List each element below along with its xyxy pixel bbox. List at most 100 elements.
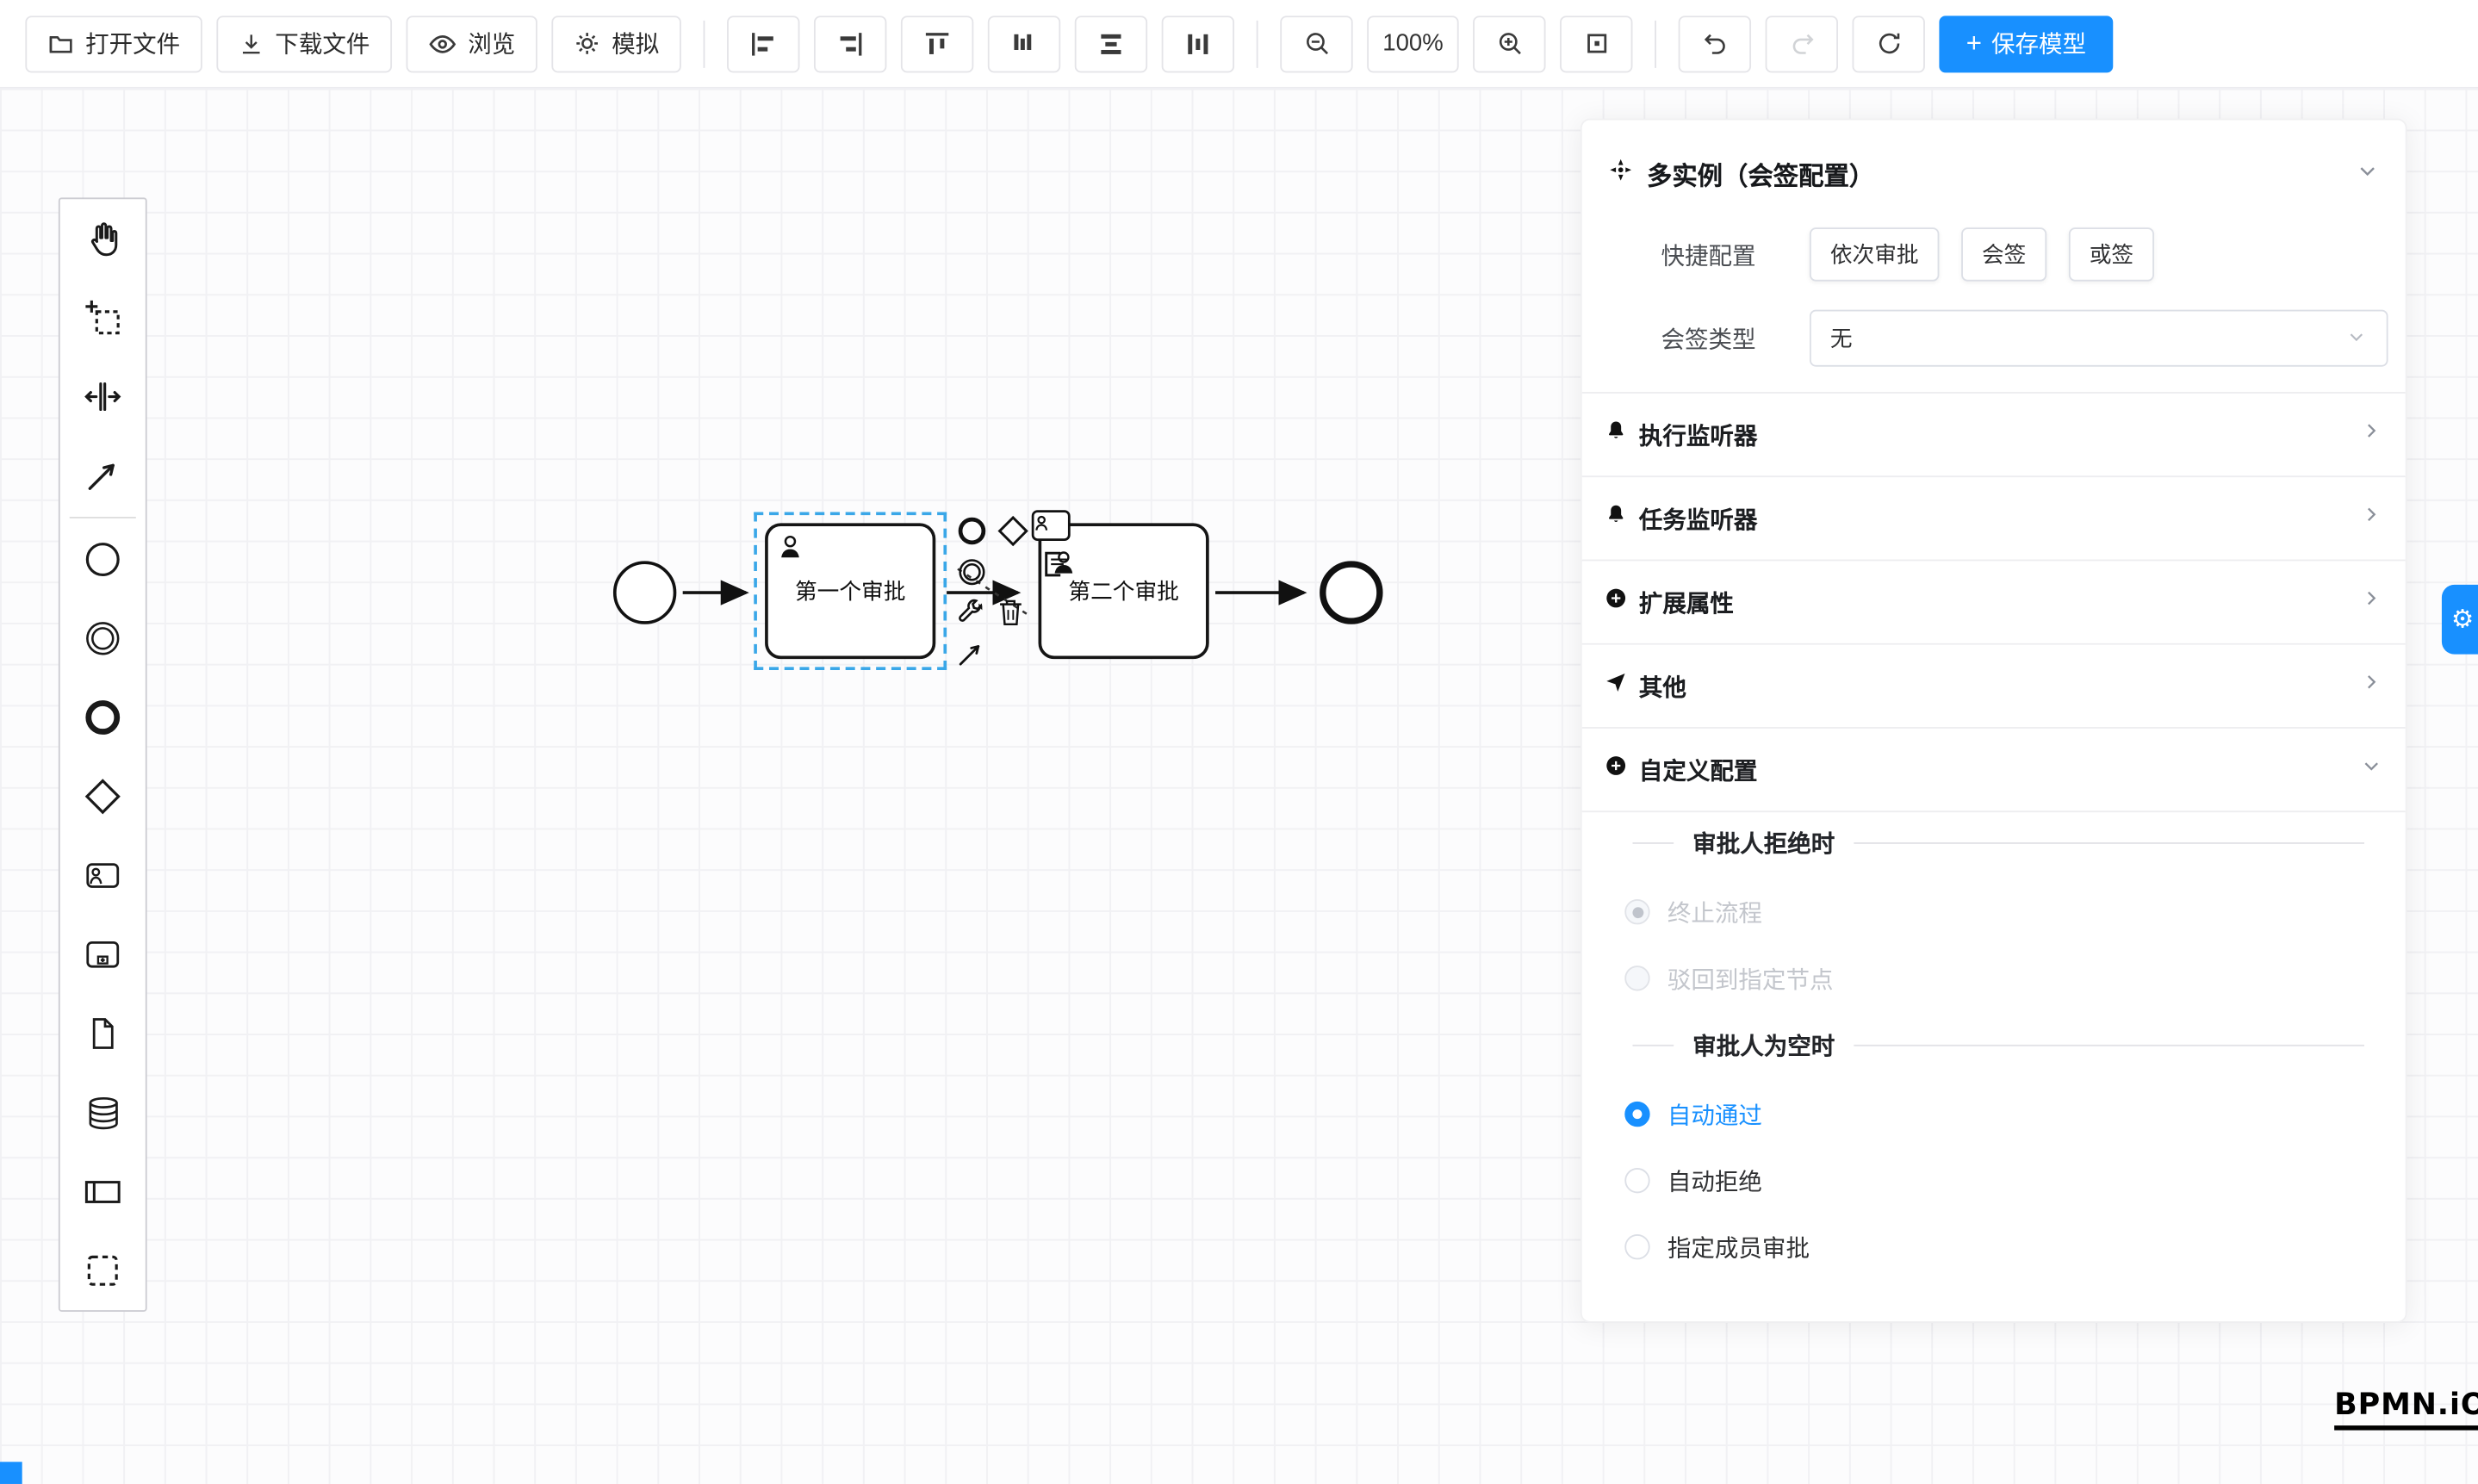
global-connect-tool[interactable] (60, 436, 146, 515)
radio-icon (1624, 1234, 1650, 1260)
radio-terminate-process[interactable]: 终止流程 (1582, 879, 2406, 945)
empty-assignee-options: 自动通过 自动拒绝 指定成员审批 (1582, 1081, 2406, 1280)
row-custom-config[interactable]: 自定义配置 (1581, 727, 2406, 810)
quick-option-sequential[interactable]: 依次审批 (1809, 227, 1940, 282)
trash-icon[interactable] (996, 596, 1026, 630)
divider (1632, 1043, 1674, 1046)
text-annotation-icon[interactable] (1039, 550, 1073, 579)
bell-icon (1604, 502, 1628, 534)
task-first-approval[interactable]: 第一个审批 (765, 523, 936, 660)
align-top-button[interactable] (901, 15, 974, 72)
save-model-label: 保存模型 (1990, 31, 2087, 59)
create-user-task[interactable] (60, 836, 146, 916)
bpmn-logo[interactable]: BPMN.iO (2334, 1388, 2478, 1431)
palette-separator (69, 517, 136, 518)
row-others[interactable]: 其他 (1581, 643, 2406, 727)
database-icon (83, 1093, 122, 1133)
create-intermediate-event[interactable] (60, 599, 146, 678)
gear-icon (574, 30, 600, 57)
download-file-button[interactable]: 下载文件 (216, 15, 393, 72)
zoom-out-button[interactable] (1280, 15, 1353, 72)
hand-icon (82, 218, 123, 259)
folder-icon (47, 30, 74, 57)
append-end-event-icon[interactable] (956, 515, 988, 547)
end-event-shape[interactable] (1320, 561, 1383, 624)
divider (1854, 1043, 2365, 1046)
distribute-horizontal-icon (1097, 29, 1126, 58)
radio-assign-member[interactable]: 指定成员审批 (1582, 1214, 2406, 1280)
radio-icon (1624, 966, 1650, 991)
create-group[interactable] (60, 1231, 146, 1310)
radio-auto-pass[interactable]: 自动通过 (1582, 1081, 2406, 1147)
create-subprocess[interactable] (60, 915, 146, 994)
start-event-shape[interactable] (612, 561, 677, 624)
open-file-button[interactable]: 打开文件 (25, 15, 202, 72)
save-model-button[interactable]: + 保存模型 (1939, 15, 2114, 72)
section-reject: 审批人拒绝时 (1582, 825, 2406, 860)
sign-type-value: 无 (1829, 325, 1853, 351)
divider (1632, 841, 1674, 843)
user-task-icon (82, 855, 123, 897)
corner-badge[interactable] (0, 1462, 22, 1484)
simulate-button[interactable]: 模拟 (551, 15, 681, 72)
create-data-object[interactable] (60, 994, 146, 1073)
redo-button[interactable] (1765, 15, 1839, 72)
create-end-event[interactable] (60, 678, 146, 757)
radio-return-to-node[interactable]: 驳回到指定节点 (1582, 945, 2406, 1011)
plus-circle-icon (1604, 587, 1628, 618)
create-data-store[interactable] (60, 1073, 146, 1152)
radio-icon (1624, 899, 1650, 925)
refresh-icon (1875, 30, 1902, 57)
toolbar-divider (703, 19, 705, 67)
connect-from-task-icon[interactable] (954, 638, 986, 670)
undo-button[interactable] (1678, 15, 1752, 72)
panel-header[interactable]: 多实例（会签配置） (1582, 120, 2406, 208)
bell-icon (1604, 419, 1628, 450)
section-empty-assignee: 审批人为空时 (1582, 1028, 2406, 1062)
append-gateway-icon[interactable] (996, 513, 1030, 548)
top-toolbar: 打开文件 下载文件 浏览 模拟 (0, 0, 2478, 89)
quick-config-label: 快捷配置 (1661, 242, 1756, 270)
create-participant[interactable] (60, 1152, 146, 1232)
group-icon (82, 1250, 123, 1291)
distribute-vertical-button[interactable] (1161, 15, 1235, 72)
radio-auto-reject[interactable]: 自动拒绝 (1582, 1147, 2406, 1214)
row-execution-listener[interactable]: 执行监听器 (1581, 392, 2406, 475)
align-right-icon (836, 29, 865, 58)
reset-button[interactable] (1852, 15, 1926, 72)
quick-option-countersign[interactable]: 会签 (1961, 227, 2047, 282)
settings-tab[interactable]: ⚙ (2441, 584, 2478, 655)
distribute-vertical-icon (1183, 29, 1212, 58)
task-second-approval[interactable]: 第二个审批 (1038, 523, 1209, 660)
wrench-icon[interactable] (954, 598, 984, 628)
create-start-event[interactable] (60, 520, 146, 599)
plus-circle-icon (1604, 754, 1628, 785)
sign-type-label: 会签类型 (1661, 326, 1756, 354)
fit-screen-icon (1585, 32, 1609, 56)
end-event-icon (82, 697, 123, 738)
sign-type-select[interactable]: 无 (1809, 309, 2388, 367)
space-tool[interactable] (60, 357, 146, 437)
row-task-listener[interactable]: 任务监听器 (1581, 475, 2406, 559)
start-event-icon (82, 539, 123, 581)
quick-option-orsign[interactable]: 或签 (2068, 227, 2154, 282)
distribute-horizontal-button[interactable] (1074, 15, 1148, 72)
hand-tool[interactable] (60, 199, 146, 278)
create-gateway[interactable] (60, 757, 146, 836)
align-top-icon (923, 29, 952, 58)
lasso-tool[interactable] (60, 278, 146, 357)
align-left-icon (749, 29, 778, 58)
append-user-task-icon[interactable] (1030, 509, 1071, 543)
preview-button[interactable]: 浏览 (406, 15, 537, 72)
append-intermediate-event-icon[interactable] (956, 556, 988, 588)
align-left-button[interactable] (727, 15, 800, 72)
zoom-in-button[interactable] (1473, 15, 1546, 72)
row-extended-properties[interactable]: 扩展属性 (1581, 559, 2406, 643)
user-icon (1049, 549, 1078, 582)
zoom-fit-button[interactable] (1560, 15, 1633, 72)
diagram-canvas[interactable]: 第一个审批 第二个审批 ⚙ BPMN.iO 多实例（会签配置） (0, 88, 2478, 1484)
align-right-button[interactable] (814, 15, 887, 72)
task-label: 第一个审批 (794, 578, 906, 604)
align-bottom-button[interactable] (987, 15, 1061, 72)
